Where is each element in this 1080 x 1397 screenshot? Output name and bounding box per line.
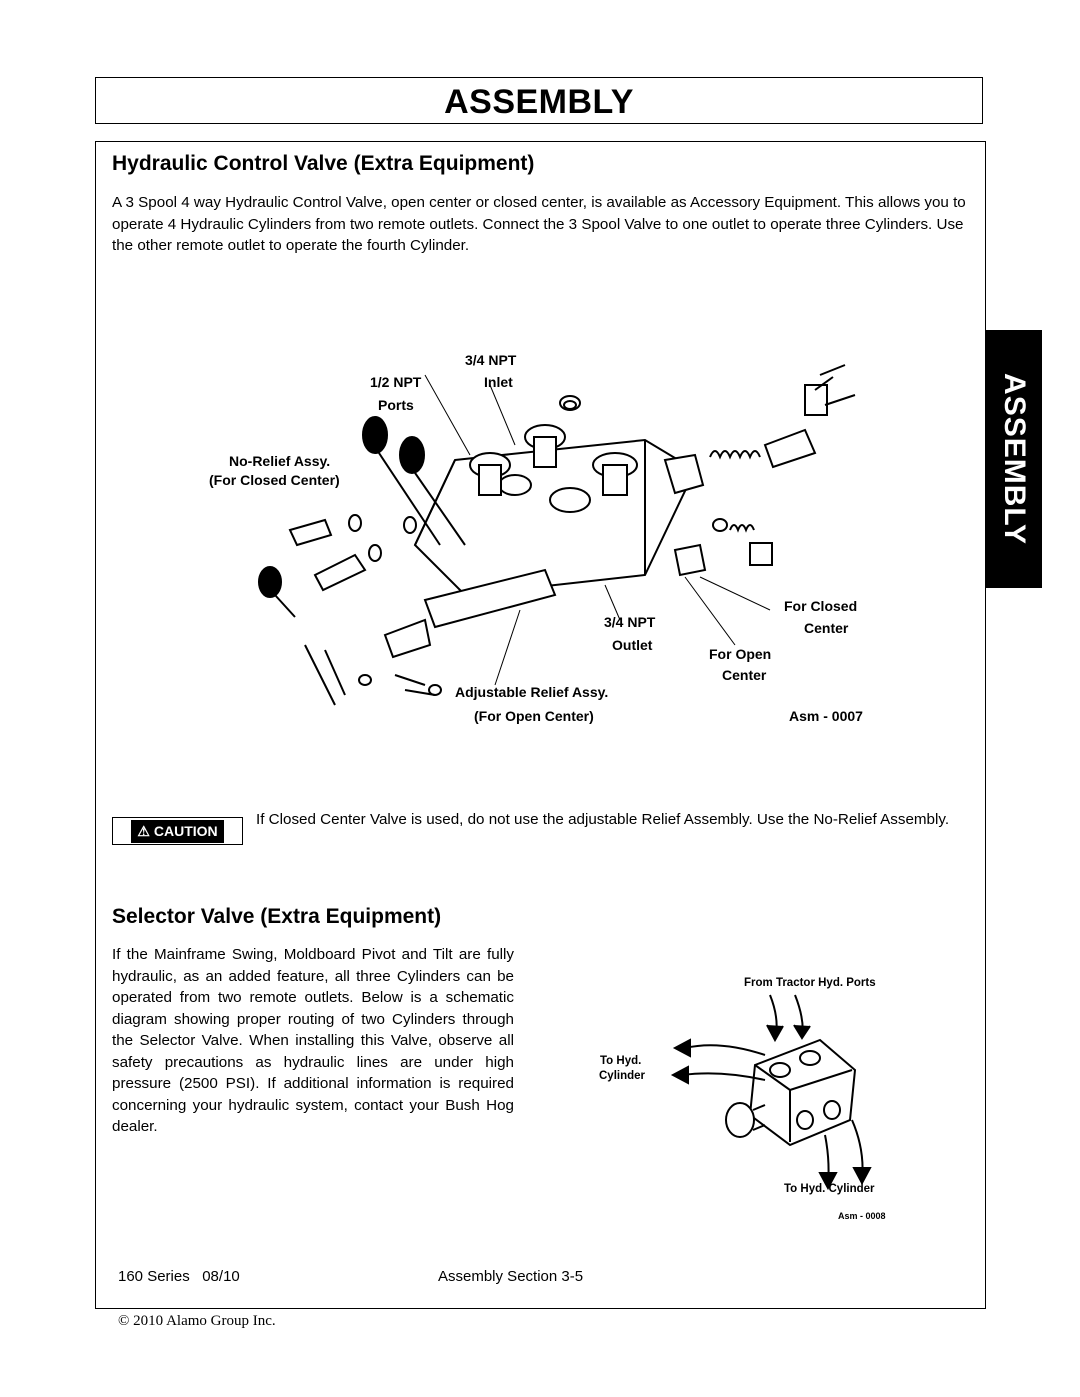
label-3-4-npt-inlet: 3/4 NPT: [465, 352, 517, 368]
warning-triangle-icon: ⚠: [137, 822, 150, 839]
label-1-2-npt: 1/2 NPT: [370, 374, 422, 390]
label-for-open-center: (For Open Center): [474, 708, 594, 724]
header-box: ASSEMBLY: [95, 77, 983, 124]
content-frame: [95, 141, 986, 1309]
selector-valve-paragraph: If the Mainframe Swing, Moldboard Pivot …: [112, 946, 514, 1135]
control-valve-paragraph: A 3 Spool 4 way Hydraulic Control Valve,…: [112, 194, 966, 254]
caution-badge: ⚠ CAUTION: [112, 817, 243, 845]
copyright: © 2010 Alamo Group Inc.: [118, 1313, 276, 1329]
label-no-relief-assy: No-Relief Assy.: [229, 453, 331, 469]
footer-series: 160 Series 08/10: [118, 1268, 240, 1285]
label-ports: Ports: [378, 397, 414, 413]
page-title: ASSEMBLY: [444, 83, 634, 121]
label-from-tractor-hyd-ports: From Tractor Hyd. Ports: [744, 977, 876, 989]
label-asm-0007: Asm - 0007: [789, 708, 863, 724]
label-inlet: Inlet: [484, 374, 513, 390]
footer-section: Assembly Section 3-5: [438, 1268, 584, 1285]
label-for-closed: For Closed: [784, 598, 858, 614]
section-side-tab: ASSEMBLY: [985, 330, 1042, 588]
selector-valve-diagram: [670, 994, 872, 1191]
caution-label: CAUTION: [153, 823, 218, 839]
label-3-4-npt-outlet: 3/4 NPT: [604, 614, 656, 630]
label-center-open: Center: [722, 667, 767, 683]
label-center-closed: Center: [804, 620, 849, 636]
label-adjustable-relief-assy: Adjustable Relief Assy.: [455, 684, 609, 700]
side-tab-label: ASSEMBLY: [997, 373, 1031, 545]
caution-text: If Closed Center Valve is used, do not u…: [256, 811, 950, 828]
label-to-hyd-cylinder: To Hyd. Cylinder: [784, 1183, 875, 1195]
section-heading-control-valve: Hydraulic Control Valve (Extra Equipment…: [112, 152, 535, 175]
label-cylinder: Cylinder: [599, 1070, 646, 1082]
label-for-closed-center: (For Closed Center): [209, 472, 340, 488]
label-to-hyd: To Hyd.: [600, 1055, 642, 1067]
label-asm-0008: Asm - 0008: [838, 1211, 886, 1221]
label-for-open: For Open: [709, 646, 772, 662]
label-outlet: Outlet: [612, 637, 653, 653]
section-heading-selector-valve: Selector Valve (Extra Equipment): [112, 905, 442, 928]
control-valve-diagram: [258, 364, 856, 706]
